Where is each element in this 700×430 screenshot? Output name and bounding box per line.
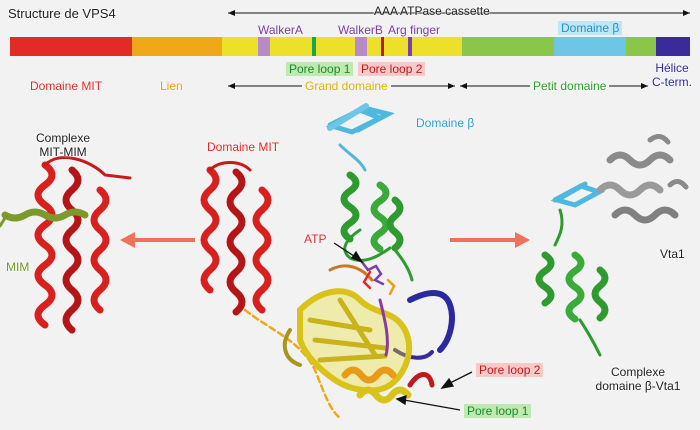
lien-label: Lien	[160, 79, 183, 93]
atp-label: ATP	[304, 232, 327, 246]
aaa-atpase-structure	[282, 103, 455, 404]
cx-beta-label-line1: Complexe	[610, 365, 666, 379]
right-arrow-beta-to-complex	[450, 232, 530, 248]
domaine-mit-center-label: Domaine MIT	[207, 140, 280, 154]
walker-a-label: WalkerA	[258, 23, 303, 37]
complexe-label-line1: Complexe	[35, 131, 91, 145]
vta1-label: Vta1	[660, 247, 685, 261]
domaine-mit-label: Domaine MIT	[30, 79, 103, 93]
pore-loop2-figure-label: Pore loop 2	[476, 363, 544, 377]
aaa-cassette-label: AAA ATPase cassette	[374, 4, 490, 18]
pore-loop1-bar-label: Pore loop 1	[286, 62, 354, 76]
figure-title: Structure de VPS4	[8, 6, 116, 21]
domaine-beta-bar-label: Domaine β	[558, 21, 623, 35]
aaa-span-arrow	[228, 10, 690, 16]
mit-mim-complex-structure	[0, 156, 132, 334]
complexe-mit-mim-label: Complexe MIT-MIM	[28, 131, 98, 159]
pore-loop1-figure-label: Pore loop 1	[464, 404, 532, 418]
walker-b-label: WalkerB	[338, 23, 383, 37]
petit-domaine-label: Petit domaine	[530, 79, 610, 93]
domain-bar	[10, 37, 690, 56]
pointer-lines	[333, 242, 473, 411]
helice-cterm-label: Hélice C-term.	[652, 61, 692, 89]
pore-loop2-bar-label: Pore loop 2	[358, 62, 426, 76]
mit-domain-structure	[200, 161, 342, 420]
domaine-beta-center-label: Domaine β	[416, 116, 475, 130]
complexe-label-line2: MIT-MIM	[39, 145, 87, 159]
mim-label: MIM	[6, 260, 30, 274]
arg-finger-label: Arg finger	[388, 23, 441, 37]
left-arrow-mit-to-complex	[120, 232, 195, 248]
cx-beta-label-line2: domaine β-Vta1	[595, 379, 681, 393]
complexe-beta-vta1-label: Complexe domaine β-Vta1	[588, 365, 688, 393]
helice-label-line1: Hélice	[655, 61, 689, 75]
helice-label-line2: C-term.	[652, 75, 692, 89]
grand-domaine-label: Grand domaine	[302, 79, 391, 93]
beta-vta1-complex-structure	[535, 134, 689, 357]
